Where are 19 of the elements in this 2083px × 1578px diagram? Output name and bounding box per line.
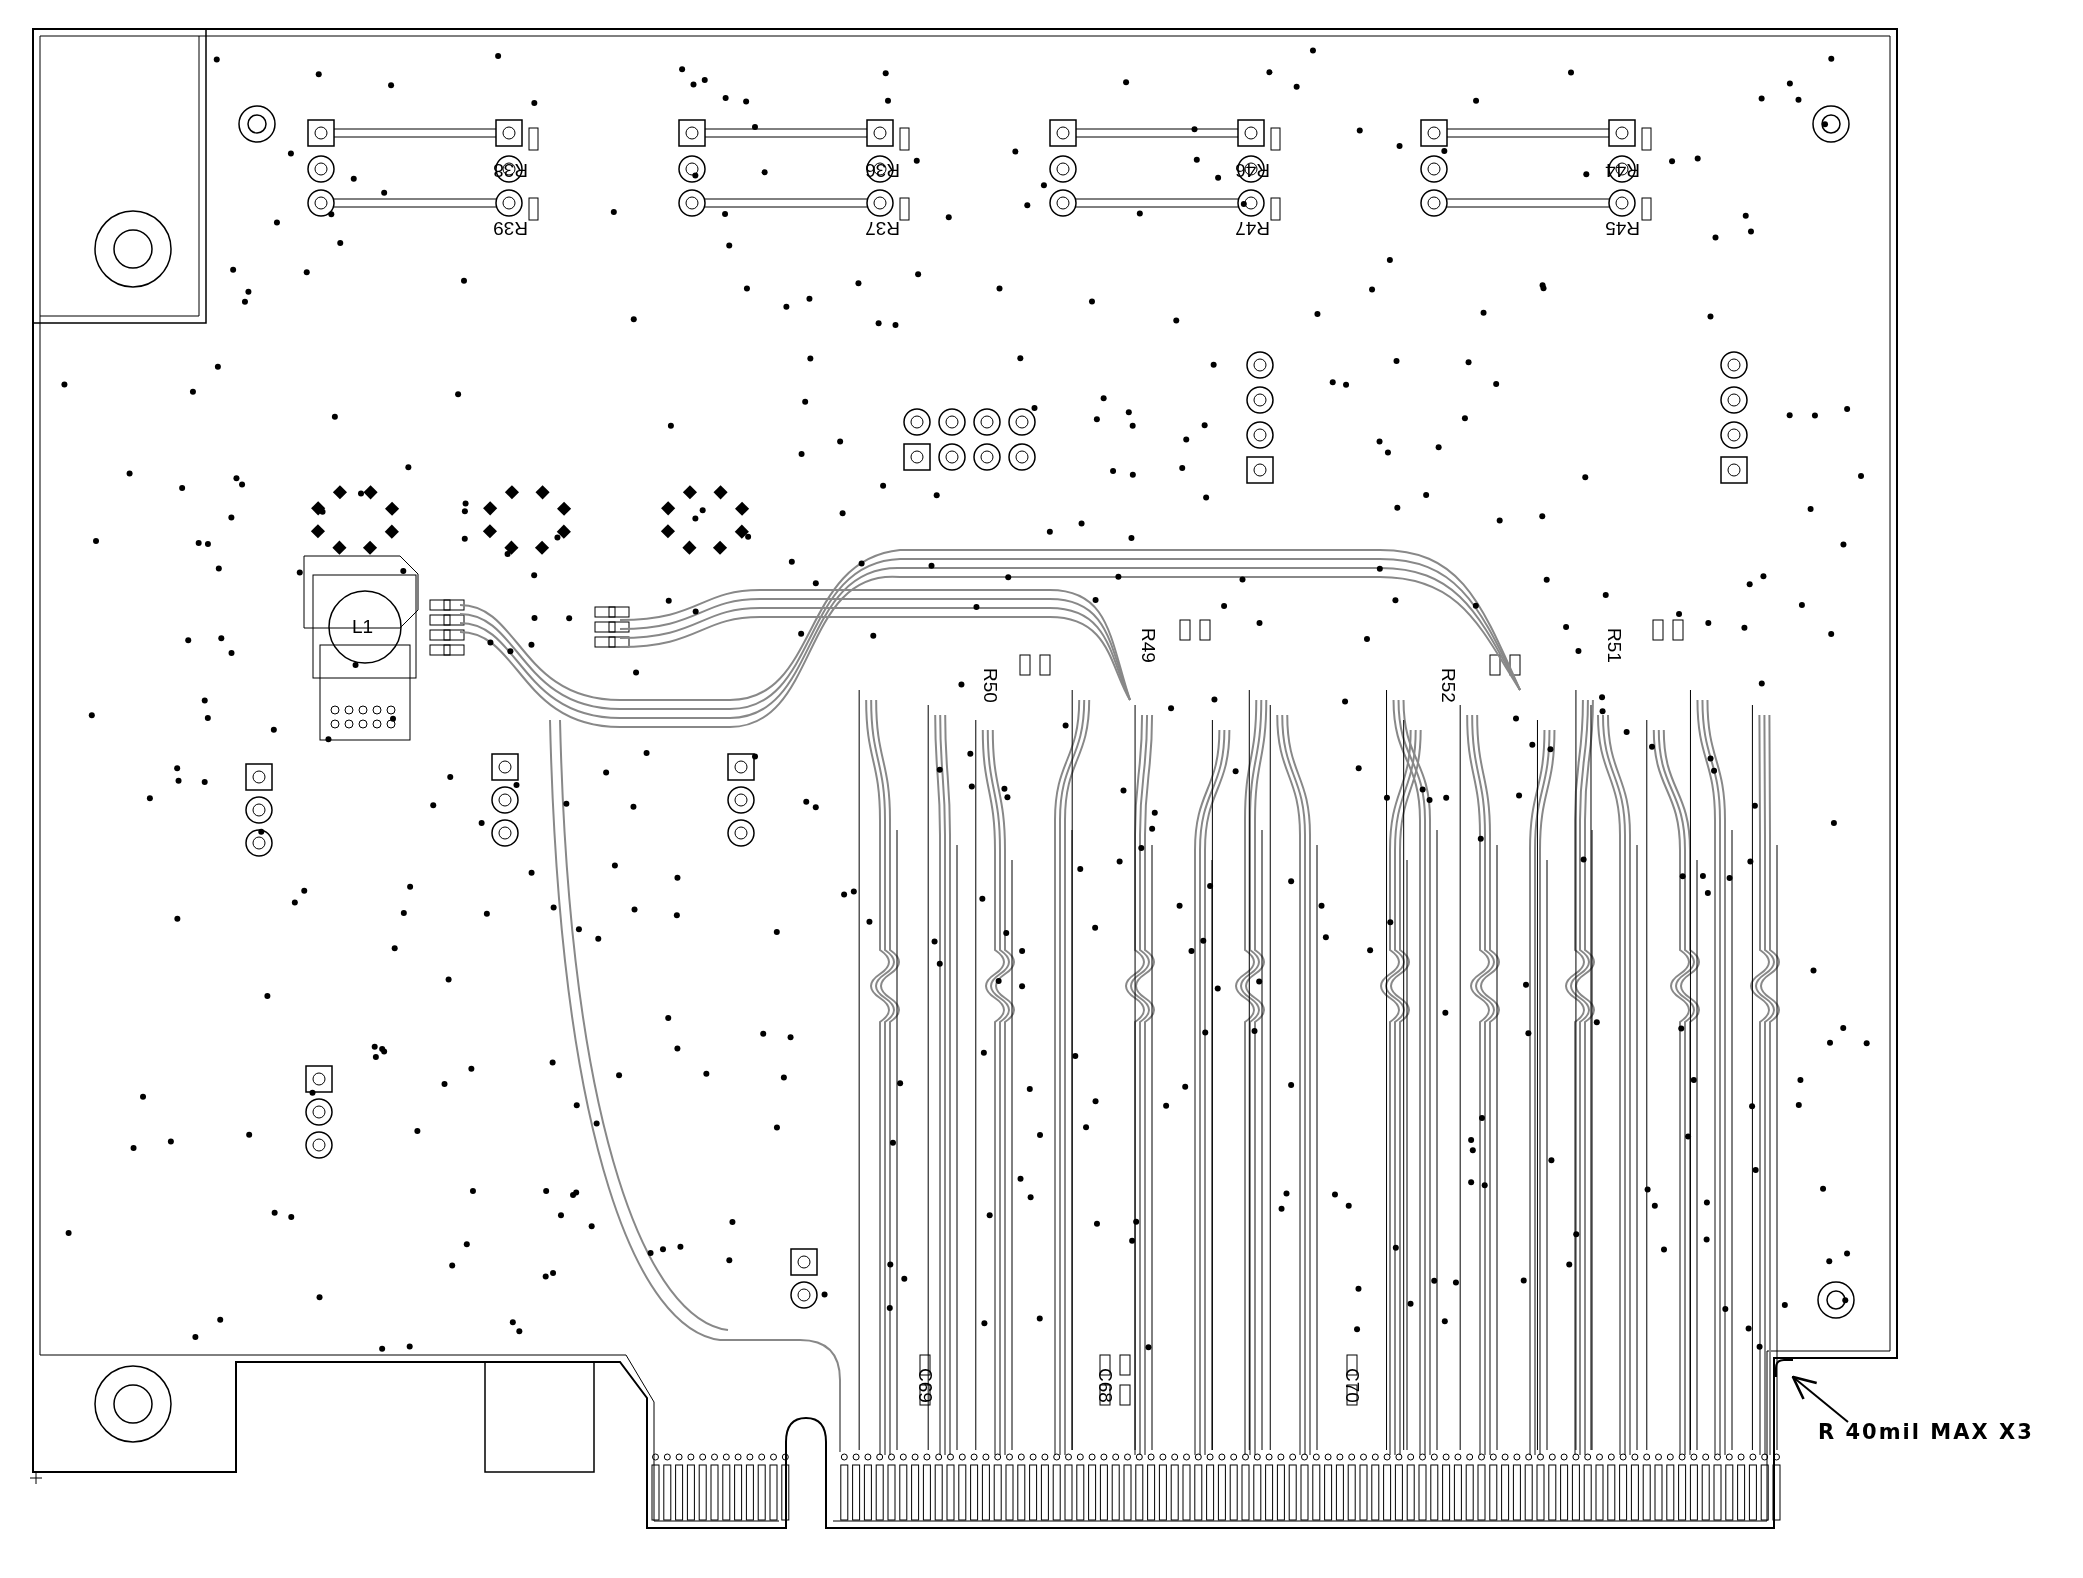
- reference-designator: R51: [1605, 628, 1624, 663]
- reference-designator: R46: [1235, 161, 1270, 180]
- reference-designator: C69: [916, 1368, 935, 1403]
- leader-arrow: [1791, 1375, 1849, 1423]
- reference-designator: C68: [1096, 1368, 1115, 1403]
- reference-designator: R47: [1235, 219, 1270, 238]
- reference-designator: L1: [352, 617, 374, 636]
- reference-designator: R38: [493, 161, 528, 180]
- reference-designator: R52: [1439, 668, 1458, 703]
- reference-designator: R50: [981, 668, 1000, 703]
- reference-designator: C70: [1343, 1368, 1362, 1403]
- note-text: R 40mil MAX X3: [1818, 1422, 2034, 1443]
- reference-designator: R45: [1605, 219, 1640, 238]
- reference-designator: R36: [865, 161, 900, 180]
- reference-designator: R37: [865, 219, 900, 238]
- reference-designator: R39: [493, 219, 528, 238]
- reference-designator: R49: [1139, 628, 1158, 663]
- reference-designator: R44: [1605, 161, 1640, 180]
- board-corner: [1775, 1359, 1793, 1377]
